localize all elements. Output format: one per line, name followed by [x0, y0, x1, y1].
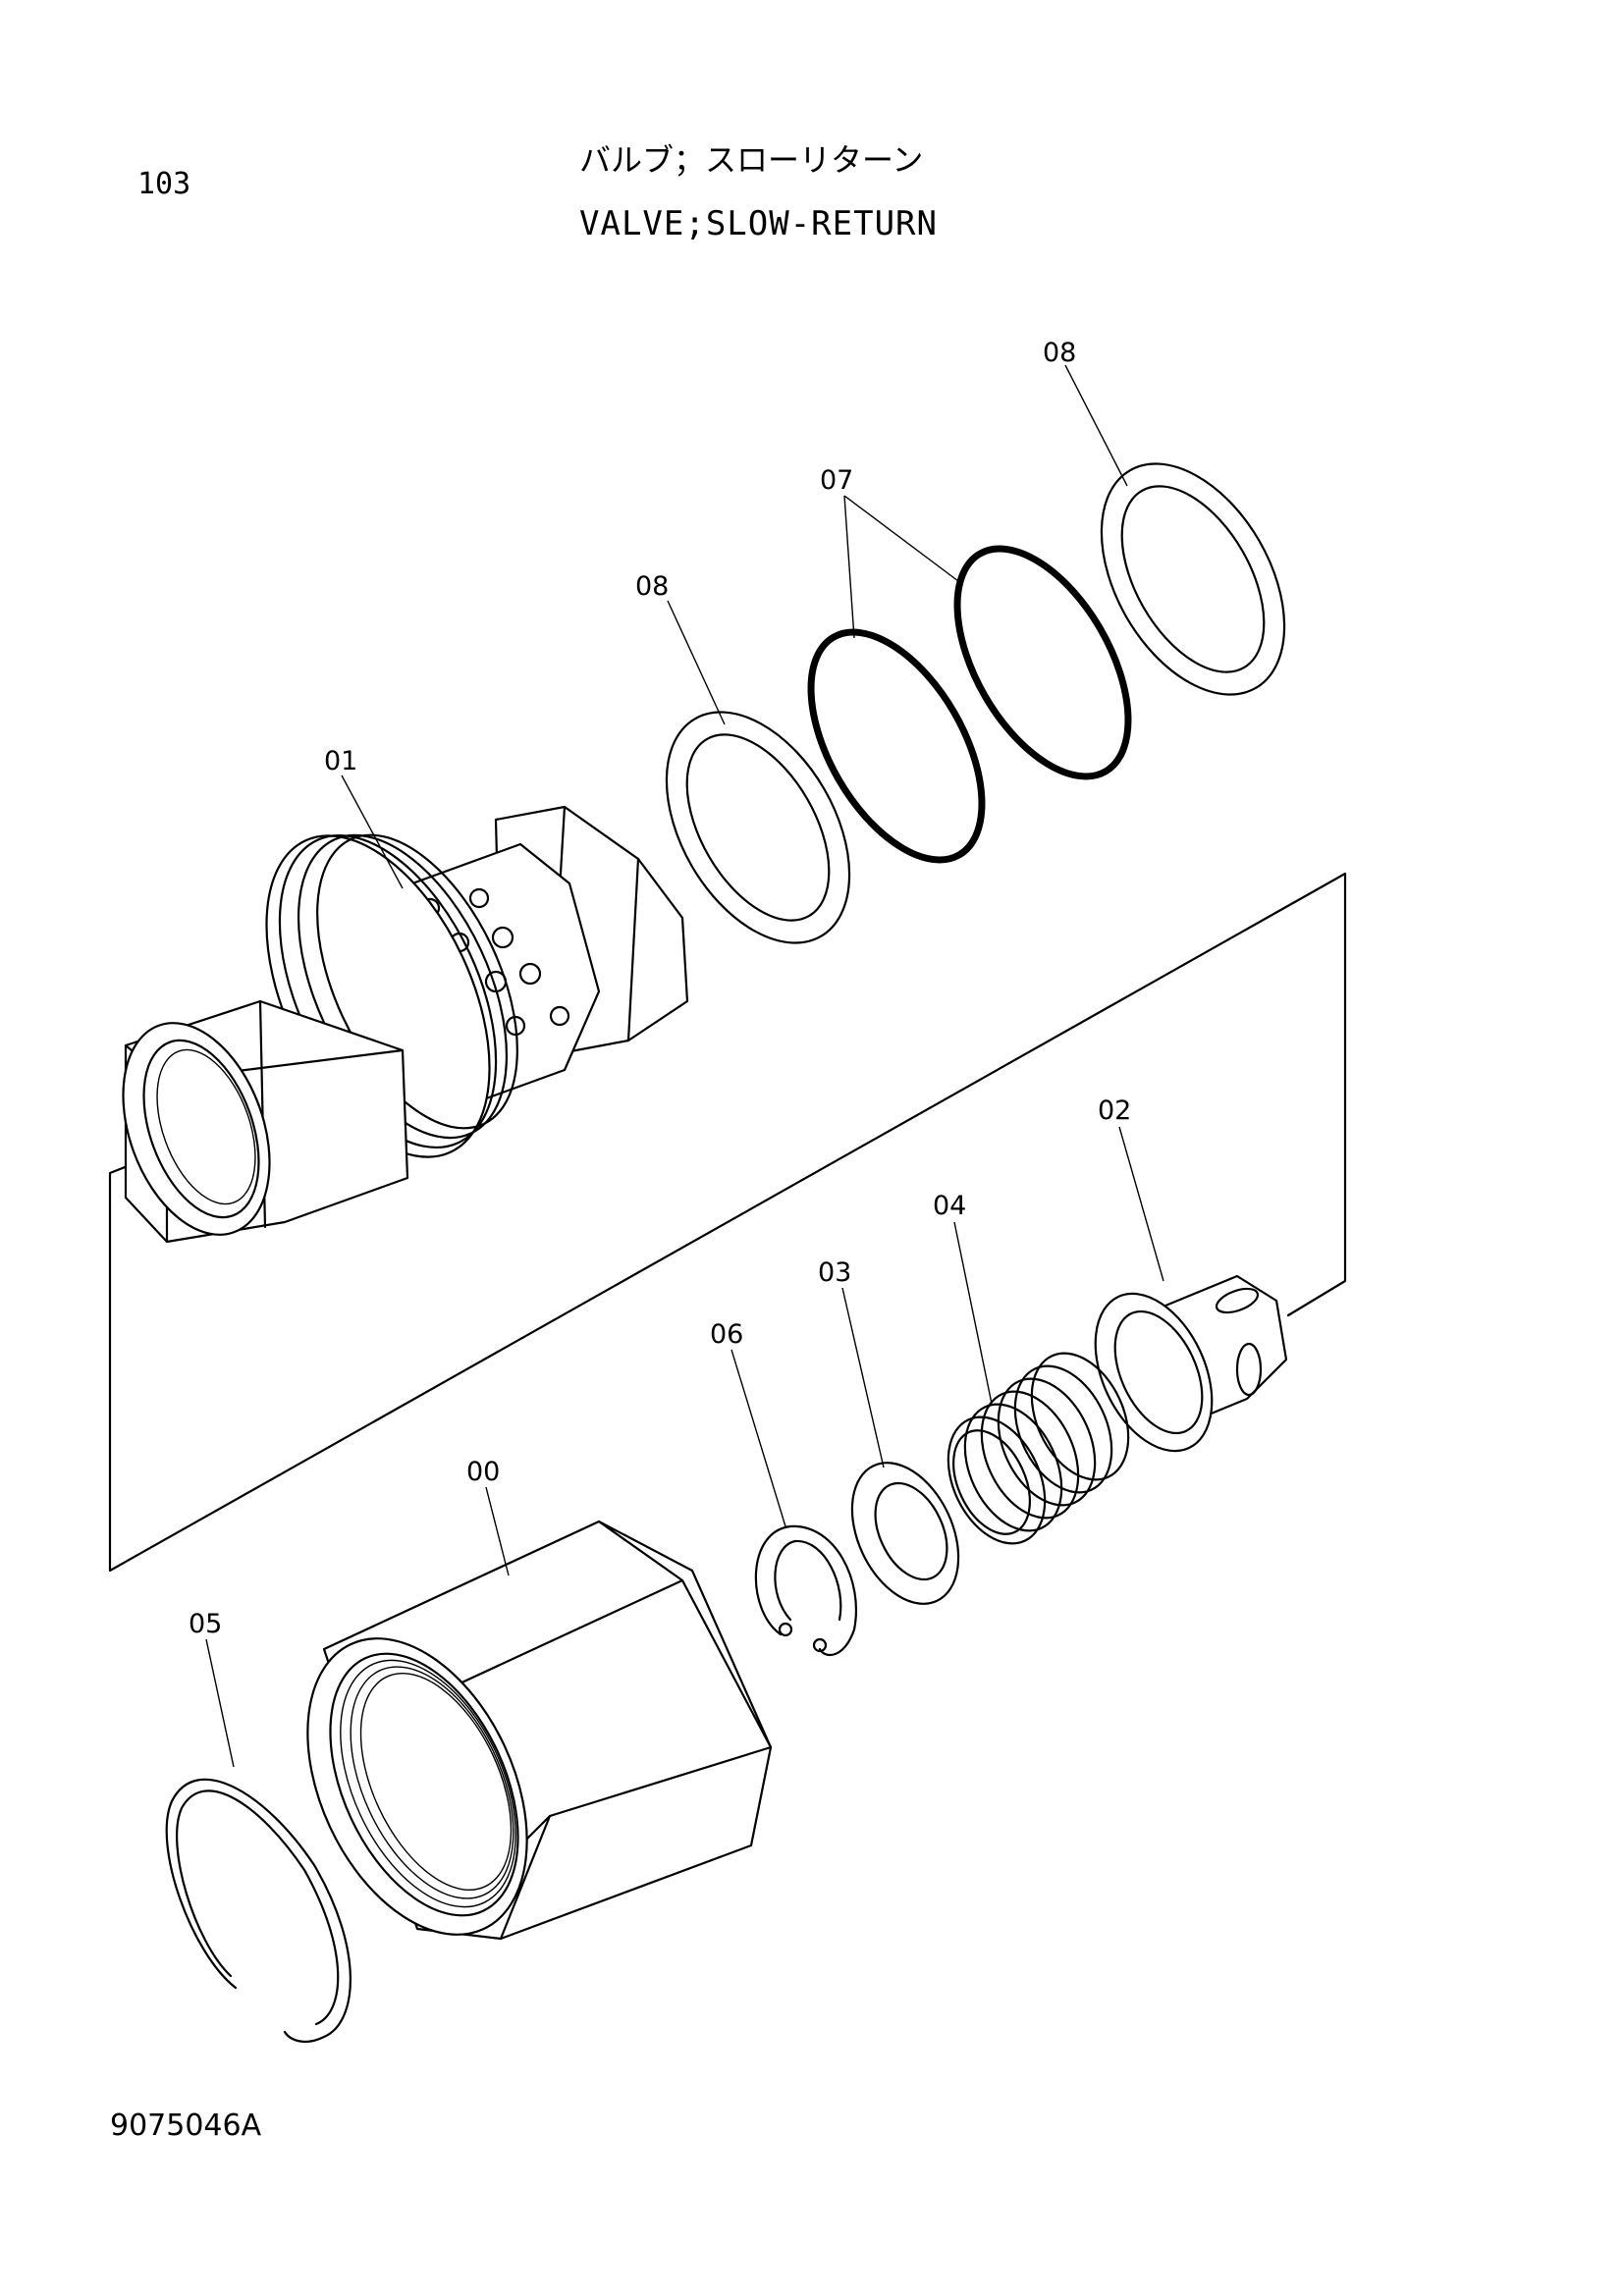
callout-04: 04 [933, 1191, 966, 1221]
part-05-retaining-ring [165, 1778, 352, 2044]
callout-05: 05 [189, 1609, 222, 1639]
diagram-title-japanese: バルブ；スローリターン [579, 141, 924, 179]
part-07-o-rings [807, 545, 1132, 864]
part-03-spring-seat [850, 1462, 960, 1605]
callout-02: 02 [1098, 1095, 1131, 1126]
part-01-valve-body [122, 805, 689, 1244]
drawing-number: 9075046A [110, 2109, 262, 2143]
part-04-spring [947, 1352, 1130, 1545]
callout-03: 03 [818, 1257, 851, 1288]
part-02-poppet [1094, 1274, 1288, 1453]
callout-07: 07 [820, 465, 853, 496]
leader-lines [205, 364, 1164, 1768]
callout-08-upper: 08 [1043, 338, 1076, 368]
callout-08-middle: 08 [635, 571, 669, 602]
callout-01: 01 [324, 746, 357, 776]
part-08-washer-upper [1100, 462, 1286, 696]
assembly-bracket [108, 872, 1347, 1573]
part-06-snap-ring [754, 1524, 857, 1657]
page-number: 103 [137, 167, 191, 201]
callout-00: 00 [466, 1457, 500, 1487]
diagram-title-english: VALVE;SLOW-RETURN [579, 204, 938, 243]
part-00-nut [306, 1520, 773, 1941]
callout-06: 06 [710, 1319, 743, 1350]
part-08-washer-middle [665, 711, 851, 944]
